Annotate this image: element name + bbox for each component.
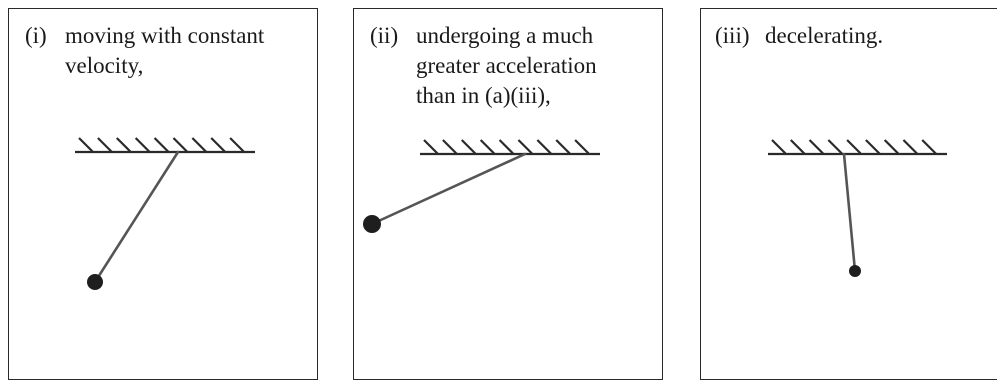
ceiling-hatch-i bbox=[153, 137, 170, 153]
ceiling-hatch-ii bbox=[479, 139, 496, 155]
panel-ii: (ii) undergoing a much greater accelerati… bbox=[353, 8, 663, 380]
ceiling-hatch-ii bbox=[517, 139, 534, 155]
panel-iii: (iii) decelerating. bbox=[700, 8, 997, 380]
pendulum-bob-iii bbox=[849, 265, 861, 277]
panel-ii-number: (ii) bbox=[370, 23, 399, 48]
ceiling-hatch-i bbox=[134, 137, 151, 153]
ceiling-hatch-iii bbox=[921, 139, 938, 155]
ceiling-hatch-iii bbox=[902, 139, 919, 155]
ceiling-hatch-i bbox=[172, 137, 189, 153]
panel-i: (i) moving with constant velocity, bbox=[8, 8, 318, 380]
panel-ii-caption: (ii) undergoing a much greater accelerati… bbox=[370, 21, 636, 111]
ceiling-hatch-ii bbox=[460, 139, 477, 155]
ceiling-hatch-i bbox=[210, 137, 227, 153]
ceiling-hatch-iii bbox=[789, 139, 806, 155]
ceiling-hatch-i bbox=[78, 137, 94, 153]
panel-i-text: moving with constant velocity, bbox=[65, 23, 265, 78]
ceiling-hatch-iii bbox=[883, 139, 900, 155]
panel-ii-text: undergoing a much greater acceleration t… bbox=[416, 23, 597, 108]
panel-i-caption: (i) moving with constant velocity, bbox=[25, 21, 313, 81]
ceiling-hatch-iii bbox=[846, 139, 862, 155]
ceiling-hatch-i bbox=[115, 137, 132, 153]
panel-i-number: (i) bbox=[25, 23, 47, 48]
pendulum-bob-ii bbox=[363, 215, 381, 233]
ceiling-hatch-ii bbox=[574, 139, 590, 155]
panel-iii-number: (iii) bbox=[715, 23, 750, 48]
pendulum-string-iii bbox=[842, 152, 857, 273]
ceiling-hatch-iii bbox=[865, 139, 881, 155]
pendulum-string-ii bbox=[370, 152, 527, 226]
panel-iii-text: decelerating. bbox=[765, 23, 884, 48]
ceiling-hatch-ii bbox=[423, 139, 439, 155]
ceiling-hatch-iii bbox=[808, 139, 825, 155]
ceiling-hatch-ii bbox=[442, 139, 458, 155]
panel-iii-caption: (iii) decelerating. bbox=[715, 21, 883, 51]
ceiling-hatch-iii bbox=[771, 139, 787, 155]
ceiling-hatch-i bbox=[229, 137, 245, 153]
pendulum-bob-i bbox=[87, 274, 103, 290]
ceiling-hatch-i bbox=[191, 137, 208, 153]
ceiling-hatch-i bbox=[97, 137, 113, 153]
ceiling-hatch-ii bbox=[498, 139, 515, 155]
ceiling-hatch-ii bbox=[536, 139, 553, 155]
ceiling-hatch-ii bbox=[555, 139, 572, 155]
pendulum-string-i bbox=[93, 150, 180, 284]
ceiling-hatch-iii bbox=[827, 139, 844, 155]
